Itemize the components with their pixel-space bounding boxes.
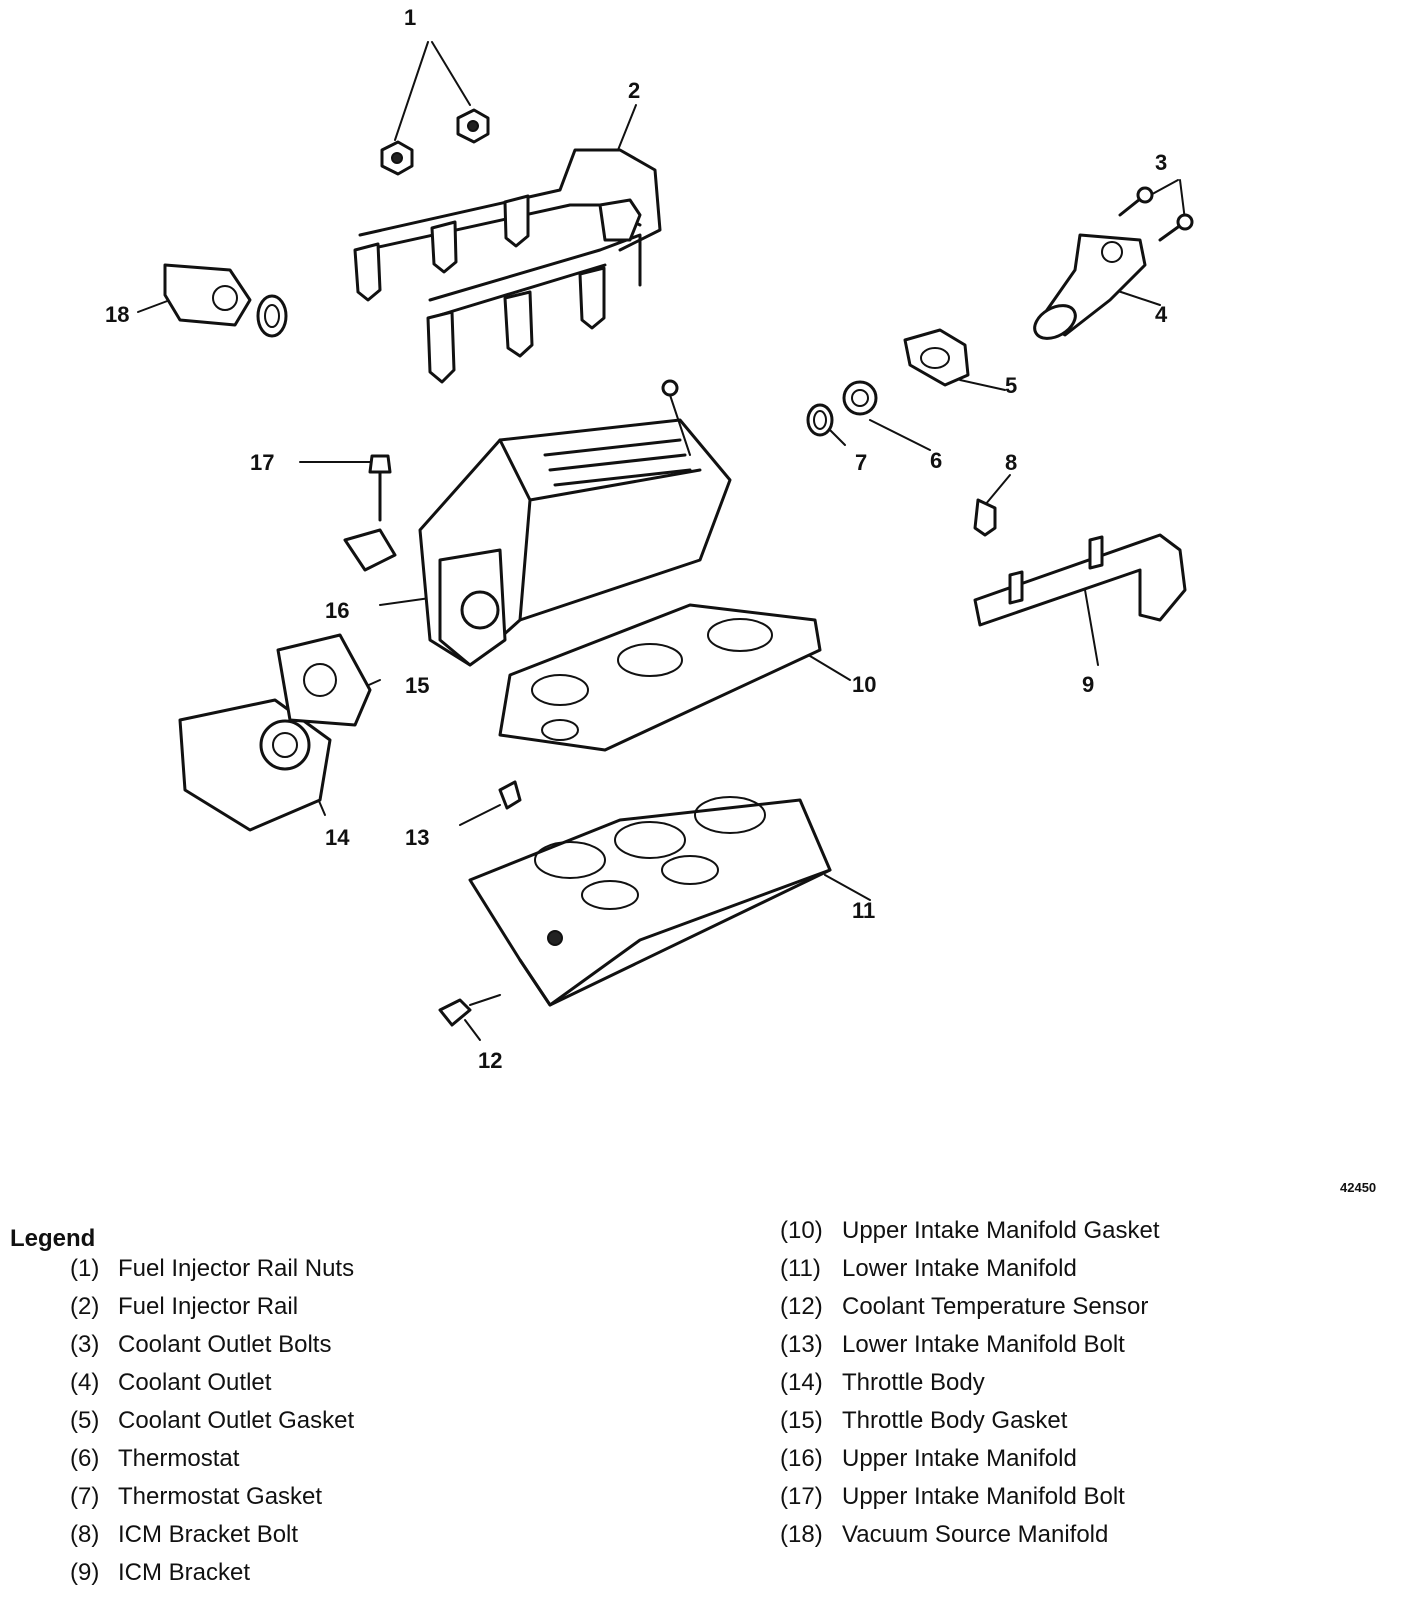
throttle-body-gasket [276, 633, 381, 727]
legend-item: (10) Upper Intake Manifold Gasket [780, 1212, 1160, 1250]
callout-8: 8 [1005, 450, 1017, 475]
legend-item: (8) ICM Bracket Bolt [70, 1516, 354, 1554]
legend-item-number: (14) [780, 1369, 823, 1396]
legend-item: (2) Fuel Injector Rail [70, 1288, 354, 1326]
callout-16: 16 [325, 598, 349, 623]
legend-item-label: Coolant Outlet Bolts [118, 1331, 332, 1358]
coolant-outlet [1033, 233, 1161, 340]
thermostat-gasket [806, 403, 846, 446]
legend-item-label: ICM Bracket Bolt [118, 1521, 299, 1548]
legend-item-label: Coolant Temperature Sensor [842, 1293, 1149, 1320]
legend-item: (7) Thermostat Gasket [70, 1478, 354, 1516]
legend-item-number: (15) [780, 1407, 823, 1434]
legend-item-label: Coolant Outlet [118, 1369, 272, 1396]
legend-item-label: Fuel Injector Rail Nuts [118, 1255, 355, 1282]
legend-item-label: Vacuum Source Manifold [842, 1521, 1109, 1548]
upper-intake-manifold-gasket [498, 603, 851, 752]
vacuum-source-manifold [137, 263, 288, 338]
callout-18: 18 [105, 302, 129, 327]
legend-item-number: (17) [780, 1483, 823, 1510]
fuel-injector-rail-nuts [380, 41, 490, 176]
legend-item-number: (12) [780, 1293, 823, 1320]
legend-item-number: (2) [70, 1293, 100, 1320]
legend-item-number: (18) [780, 1521, 823, 1548]
legend-item-number: (5) [70, 1407, 100, 1434]
upper-intake-manifold-bolt [299, 454, 392, 522]
legend-item-number: (1) [70, 1255, 100, 1282]
figure-id: 42450 [1340, 1180, 1377, 1195]
coolant-outlet-bolts [1118, 179, 1194, 242]
legend-item: (9) ICM Bracket [70, 1554, 354, 1592]
icm-bracket-bolt [973, 474, 1011, 537]
icm-bracket [973, 533, 1187, 666]
callout-4: 4 [1155, 302, 1168, 327]
callout-3: 3 [1155, 150, 1167, 175]
legend-list-left: (1) Fuel Injector Rail Nuts (2) Fuel Injec… [70, 1250, 354, 1592]
legend-item: (14) Throttle Body [780, 1364, 1160, 1402]
legend-item-number: (8) [70, 1521, 100, 1548]
coolant-outlet-gasket [903, 328, 1006, 391]
thermostat [842, 380, 931, 451]
legend-item: (4) Coolant Outlet [70, 1364, 354, 1402]
callout-10: 10 [852, 672, 876, 697]
callout-12: 12 [478, 1048, 502, 1073]
legend-item-label: Fuel Injector Rail [118, 1293, 299, 1320]
throttle-body [178, 698, 332, 832]
legend-item: (11) Lower Intake Manifold [780, 1250, 1160, 1288]
legend-item-number: (3) [70, 1331, 100, 1358]
callout-1: 1 [404, 5, 416, 30]
legend-item: (1) Fuel Injector Rail Nuts [70, 1250, 354, 1288]
lower-intake-manifold-bolt [459, 780, 522, 826]
legend-item: (6) Thermostat [70, 1440, 354, 1478]
exploded-parts-diagram: 1 2 3 4 5 6 7 8 9 10 11 12 13 14 15 16 1… [105, 5, 1194, 1073]
legend-item: (3) Coolant Outlet Bolts [70, 1326, 354, 1364]
legend-item-label: Upper Intake Manifold [842, 1445, 1077, 1472]
upper-intake-manifold [343, 379, 732, 667]
callout-9: 9 [1082, 672, 1094, 697]
callout-7: 7 [855, 450, 867, 475]
legend-item: (13) Lower Intake Manifold Bolt [780, 1326, 1160, 1364]
legend-item-label: Upper Intake Manifold Bolt [842, 1483, 1125, 1510]
legend-item-label: Throttle Body Gasket [842, 1407, 1068, 1434]
legend-item-number: (9) [70, 1559, 100, 1586]
legend-item-label: Thermostat [118, 1445, 240, 1472]
legend-item-number: (16) [780, 1445, 823, 1472]
callout-11: 11 [852, 898, 875, 923]
callout-6: 6 [930, 448, 942, 473]
legend-item-label: Lower Intake Manifold Bolt [842, 1331, 1125, 1358]
legend-item-label: Thermostat Gasket [118, 1483, 323, 1510]
lower-intake-manifold [468, 796, 871, 1007]
legend-item-label: Throttle Body [842, 1369, 985, 1396]
callout-14: 14 [325, 825, 350, 850]
legend-title: Legend [10, 1225, 96, 1252]
callout-17: 17 [250, 450, 274, 475]
legend-item: (16) Upper Intake Manifold [780, 1440, 1160, 1478]
legend-item-number: (13) [780, 1331, 823, 1358]
legend-list-right: (10) Upper Intake Manifold Gasket (11) Low… [780, 1212, 1160, 1554]
legend-item-number: (10) [780, 1217, 823, 1244]
legend-item-label: ICM Bracket [118, 1559, 251, 1586]
legend-item: (18) Vacuum Source Manifold [780, 1516, 1160, 1554]
legend-item: (15) Throttle Body Gasket [780, 1402, 1160, 1440]
legend-item: (17) Upper Intake Manifold Bolt [780, 1478, 1160, 1516]
fuel-injector-rail [353, 104, 662, 384]
callout-labels: 1 2 3 4 5 6 7 8 9 10 11 12 13 14 15 16 1… [105, 5, 1168, 1073]
legend-item: (12) Coolant Temperature Sensor [780, 1288, 1160, 1326]
legend-item-label: Upper Intake Manifold Gasket [842, 1217, 1160, 1244]
callout-15: 15 [405, 673, 429, 698]
coolant-temperature-sensor [438, 994, 501, 1041]
callout-2: 2 [628, 78, 640, 103]
legend-item: (5) Coolant Outlet Gasket [70, 1402, 354, 1440]
legend-item-number: (11) [780, 1255, 821, 1282]
legend-item-label: Lower Intake Manifold [842, 1255, 1077, 1282]
callout-13: 13 [405, 825, 429, 850]
legend-item-label: Coolant Outlet Gasket [118, 1407, 355, 1434]
legend-item-number: (7) [70, 1483, 100, 1510]
callout-5: 5 [1005, 373, 1017, 398]
legend-item-number: (4) [70, 1369, 100, 1396]
legend-item-number: (6) [70, 1445, 100, 1472]
